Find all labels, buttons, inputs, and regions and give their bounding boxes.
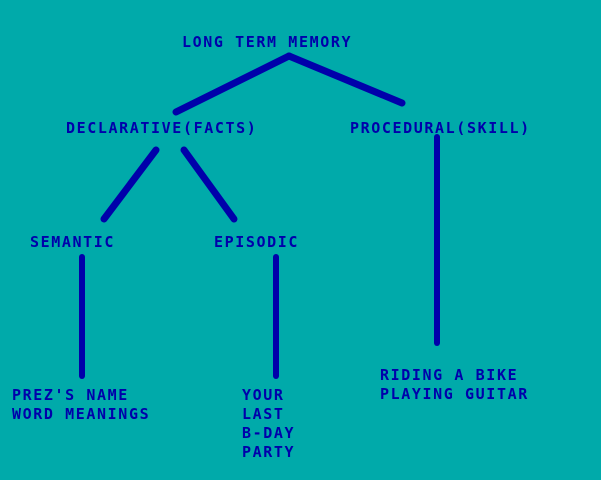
procedural-example: PLAYING GUITAR [380,385,529,403]
semantic-example: WORD MEANINGS [12,405,151,423]
node-long-term-memory: LONG TERM MEMORY [182,33,353,51]
edge-declarative-episodic [180,146,238,223]
edge-declarative-semantic [100,146,160,223]
episodic-example: LAST [242,405,285,423]
node-procedural: PROCEDURAL(SKILL) [350,119,531,137]
episodic-example: YOUR [242,386,285,404]
node-semantic: SEMANTIC [30,233,116,251]
episodic-examples: YOUR LAST B-DAY PARTY [242,386,295,462]
semantic-example: PREZ'S NAME [12,386,129,404]
edge-root-procedural [285,52,406,107]
episodic-example: PARTY [242,443,296,461]
procedural-example: RIDING A BIKE [380,366,519,384]
procedural-examples: RIDING A BIKE PLAYING GUITAR [380,366,529,404]
node-episodic: EPISODIC [214,233,300,251]
node-declarative: DECLARATIVE(FACTS) [66,119,258,137]
semantic-examples: PREZ'S NAME WORD MEANINGS [12,386,150,424]
edge-root-declarative [172,52,293,116]
episodic-example: B-DAY [242,424,296,442]
